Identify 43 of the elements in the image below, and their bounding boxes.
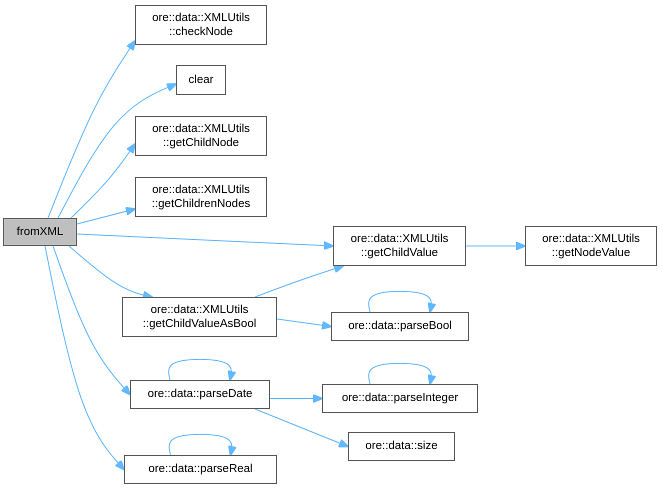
arrow [254,264,344,298]
function-name: ore::data::XMLUtils ::getNodeValue [541,232,641,260]
arrow [254,408,350,448]
arrow [168,434,237,456]
arrow [44,246,126,471]
arrow [58,83,178,218]
function-box [176,65,226,95]
function-name: ore::data::parseDate [148,387,252,402]
arrow [70,142,136,218]
function-box [333,226,466,266]
function-name: ore::data::XMLUtils ::checkNode [151,10,251,40]
function-name: ore::data::XMLUtils ::getChildrenNodes [150,182,252,212]
function-name: ore::data::XMLUtils ::getChildValueAsBool [142,302,258,332]
function-box [135,177,267,217]
function-name: ore::data::size [365,439,438,454]
function-name: fromXML [16,224,64,240]
function-box [122,297,277,337]
arrow [168,358,236,382]
arrow [368,290,436,314]
function-box [3,218,77,246]
function-name: ore::data::parseReal [148,462,253,477]
function-box [135,5,267,45]
function-box [135,116,267,156]
function-box [348,432,455,461]
function-box [130,380,270,409]
arrow [68,246,154,300]
arrow [48,40,136,218]
function-name: ore::data::XMLUtils ::getChildNode [151,122,251,150]
arrow [52,246,132,396]
arrow [270,394,324,403]
arrow [276,318,332,330]
arrow [368,362,436,386]
arrow [466,242,526,250]
function-box [525,226,657,266]
function-name: ore::data::parseBool [348,319,452,334]
arrow [76,206,136,224]
function-box [124,455,277,484]
arrow [76,234,334,250]
function-box [322,384,478,413]
function-name: ore::data::parseInteger [342,391,458,406]
function-box [331,312,469,341]
function-name: clear [188,72,214,88]
function-name: ore::data::XMLUtils ::getChildValue [350,232,450,260]
